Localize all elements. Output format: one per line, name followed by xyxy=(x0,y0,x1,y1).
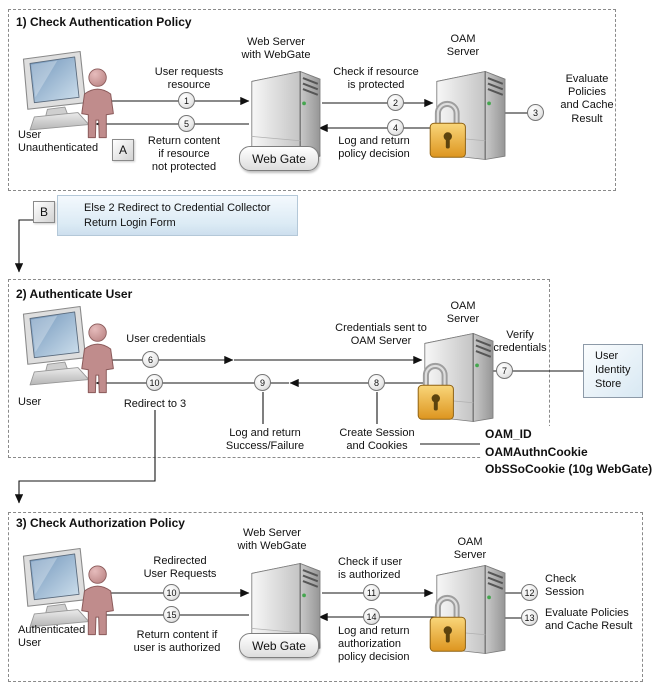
oam-server-tower-icon xyxy=(428,564,506,655)
step-circle-5: 5 xyxy=(178,115,195,132)
oam-server-label: OAM Server xyxy=(453,536,487,562)
section2-boundary xyxy=(8,279,550,458)
web-server-label: Web Server with WebGate xyxy=(241,36,311,62)
user-identity-store-box: User Identity Store xyxy=(583,344,643,398)
redirect-connector xyxy=(14,410,156,504)
step-circle-2: 2 xyxy=(387,94,404,111)
step-circle-12: 12 xyxy=(521,584,538,601)
step-circle-8: 8 xyxy=(368,374,385,391)
credentials-sent-label: Credentials sent to OAM Server xyxy=(335,322,427,348)
step-circle-15: 15 xyxy=(163,606,180,623)
step-circle-11: 11 xyxy=(363,584,380,601)
check-user-label: Check if user is authorized xyxy=(338,556,403,582)
create-session-label: Create Session and Cookies xyxy=(339,427,415,453)
note-a-box: A xyxy=(112,139,134,161)
log-return-authorization-label: Log and return authorization policy deci… xyxy=(338,625,410,664)
user-computer-icon xyxy=(22,50,114,139)
webgate-badge: Web Gate xyxy=(239,633,319,658)
step-circle-1: 1 xyxy=(178,92,195,109)
session-cookies-list: OAM_ID OAMAuthnCookie ObSSoCookie (10g W… xyxy=(482,426,656,481)
log-return-success-label: Log and return Success/Failure xyxy=(225,427,305,453)
step-circle-3: 3 xyxy=(527,104,544,121)
webgate-badge: Web Gate xyxy=(239,146,319,171)
oam-server-label: OAM Server xyxy=(446,300,480,326)
user-unauthenticated-label: User Unauthenticated xyxy=(18,129,99,155)
oam-server-tower-icon xyxy=(416,332,494,423)
verify-credentials-label: Verify credentials xyxy=(493,329,547,355)
note-a-text: Return content if resource not protected xyxy=(147,135,221,174)
step-circle-10: 10 xyxy=(146,374,163,391)
section3-boundary xyxy=(8,512,643,682)
check-resource-label: Check if resource is protected xyxy=(333,66,419,92)
oam-server-tower-icon xyxy=(428,70,506,161)
cookie-oamauthncookie: OAMAuthnCookie xyxy=(485,444,588,459)
cookie-obssocookie: ObSSoCookie (10g WebGate) xyxy=(485,462,653,477)
log-return-policy-label: Log and return policy decision xyxy=(338,135,410,161)
section1-boundary xyxy=(8,9,616,191)
authenticated-user-label: Authenticated User xyxy=(18,624,86,650)
step-circle-4: 4 xyxy=(387,119,404,136)
user-credentials-label: User credentials xyxy=(126,333,206,345)
note-b-box: B xyxy=(33,201,55,223)
user-label: User xyxy=(18,396,42,408)
section3-title: 3) Check Authorization Policy xyxy=(16,516,185,530)
credential-collector-note: Else 2 Redirect to Credential Collector … xyxy=(57,195,298,236)
redirect-label: Redirect to 3 xyxy=(123,398,187,410)
section2-title: 2) Authenticate User xyxy=(16,287,133,301)
step-circle-7: 7 xyxy=(496,362,513,379)
return-content-label: Return content if user is authorized xyxy=(133,629,221,655)
step-circle-9: 9 xyxy=(254,374,271,391)
evaluate-policies-label: Evaluate Policies and Cache Result xyxy=(545,607,633,633)
step-circle-6: 6 xyxy=(142,351,159,368)
oam-server-label: OAM Server xyxy=(446,33,480,59)
check-session-label: Check Session xyxy=(545,573,585,599)
step-circle-13: 13 xyxy=(521,609,538,626)
redirected-requests-label: Redirected User Requests xyxy=(143,555,217,581)
user-computer-icon xyxy=(22,305,114,394)
cookie-oam-id: OAM_ID xyxy=(485,427,532,441)
user-requests-label: User requests resource xyxy=(154,66,224,92)
step-circle-10b: 10 xyxy=(163,584,180,601)
evaluate-policies-label: Evaluate Policies and Cache Result xyxy=(560,73,614,125)
web-server-label: Web Server with WebGate xyxy=(237,527,307,553)
section1-title: 1) Check Authentication Policy xyxy=(16,15,192,29)
step-circle-14: 14 xyxy=(363,608,380,625)
note-b-connector xyxy=(14,219,33,273)
